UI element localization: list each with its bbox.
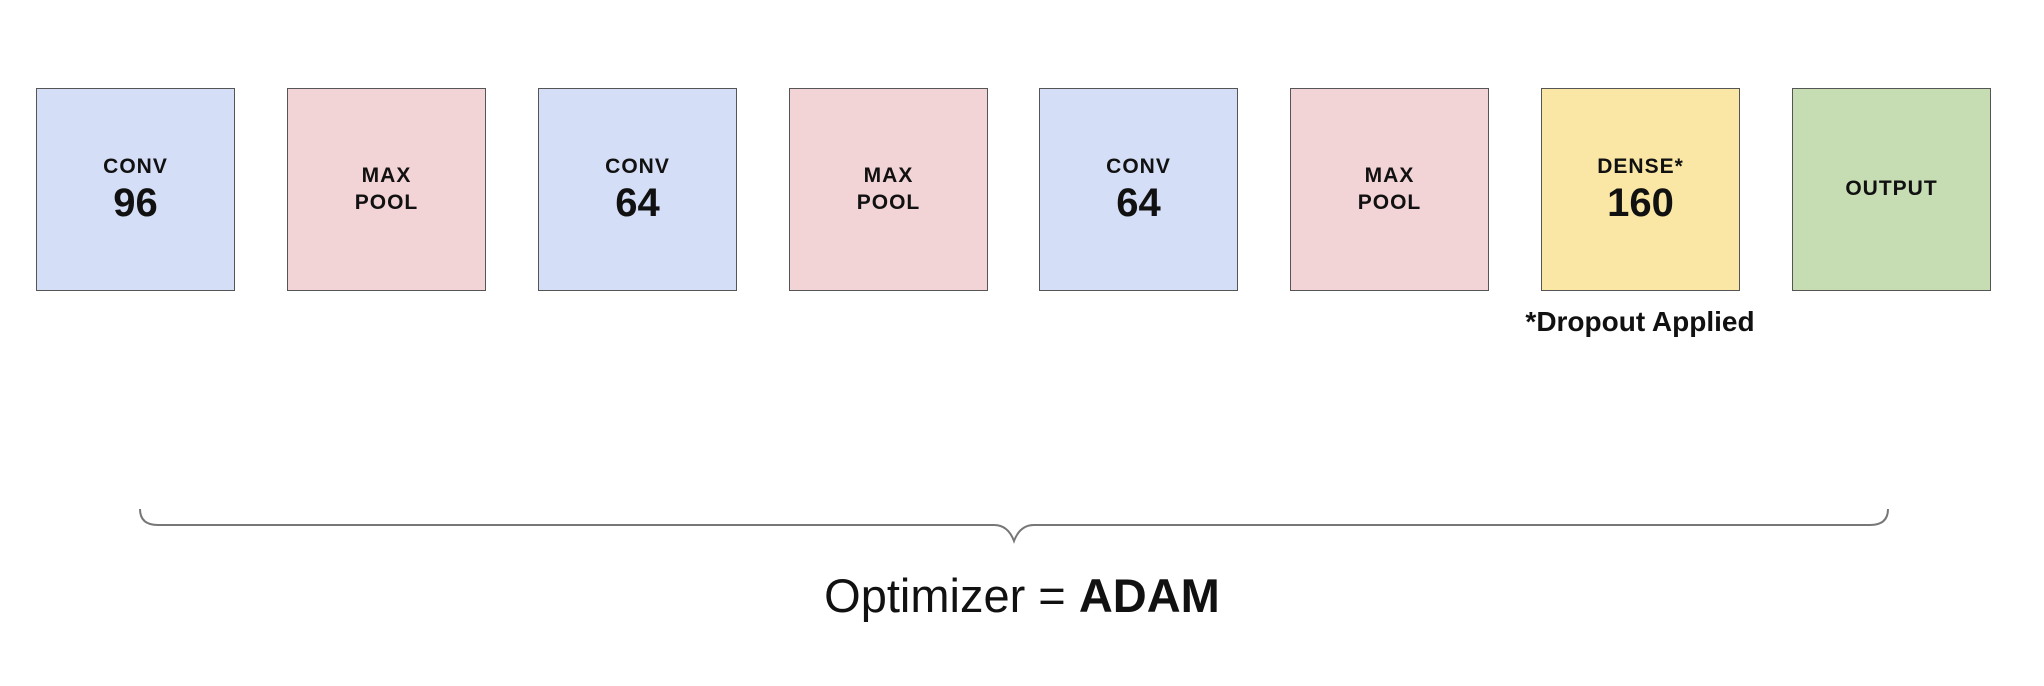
layer-value: POOL <box>856 190 921 214</box>
layer-output: OUTPUT <box>1792 88 1991 291</box>
optimizer-value: ADAM <box>1078 569 1220 622</box>
layer-value: POOL <box>354 190 419 214</box>
layer-max-pool-2: MAX POOL <box>789 88 988 291</box>
layer-label: MAX <box>361 164 412 188</box>
layer-value: 64 <box>615 180 660 225</box>
layer-label: OUTPUT <box>1845 177 1938 201</box>
layer-conv-96: CONV 96 <box>36 88 235 291</box>
layer-value: 160 <box>1607 180 1674 225</box>
layer-value: 64 <box>1116 180 1161 225</box>
layer-label: CONV <box>605 155 670 179</box>
layer-conv-64-1: CONV 64 <box>538 88 737 291</box>
layer-label: DENSE* <box>1597 155 1684 179</box>
dropout-footnote: *Dropout Applied <box>1525 306 1755 337</box>
layer-label: MAX <box>863 164 914 188</box>
layer-label: MAX <box>1364 164 1415 188</box>
layer-conv-64-2: CONV 64 <box>1039 88 1238 291</box>
layer-label: CONV <box>1106 155 1171 179</box>
optimizer-prefix: Optimizer = <box>824 569 1079 622</box>
layer-label: CONV <box>103 155 168 179</box>
layer-value: POOL <box>1357 190 1422 214</box>
layer-value: 96 <box>113 180 158 225</box>
optimizer-label: Optimizer = ADAM <box>0 568 2044 623</box>
layer-max-pool-1: MAX POOL <box>287 88 486 291</box>
layer-dense-160: DENSE* 160 <box>1541 88 1740 291</box>
layer-max-pool-3: MAX POOL <box>1290 88 1489 291</box>
